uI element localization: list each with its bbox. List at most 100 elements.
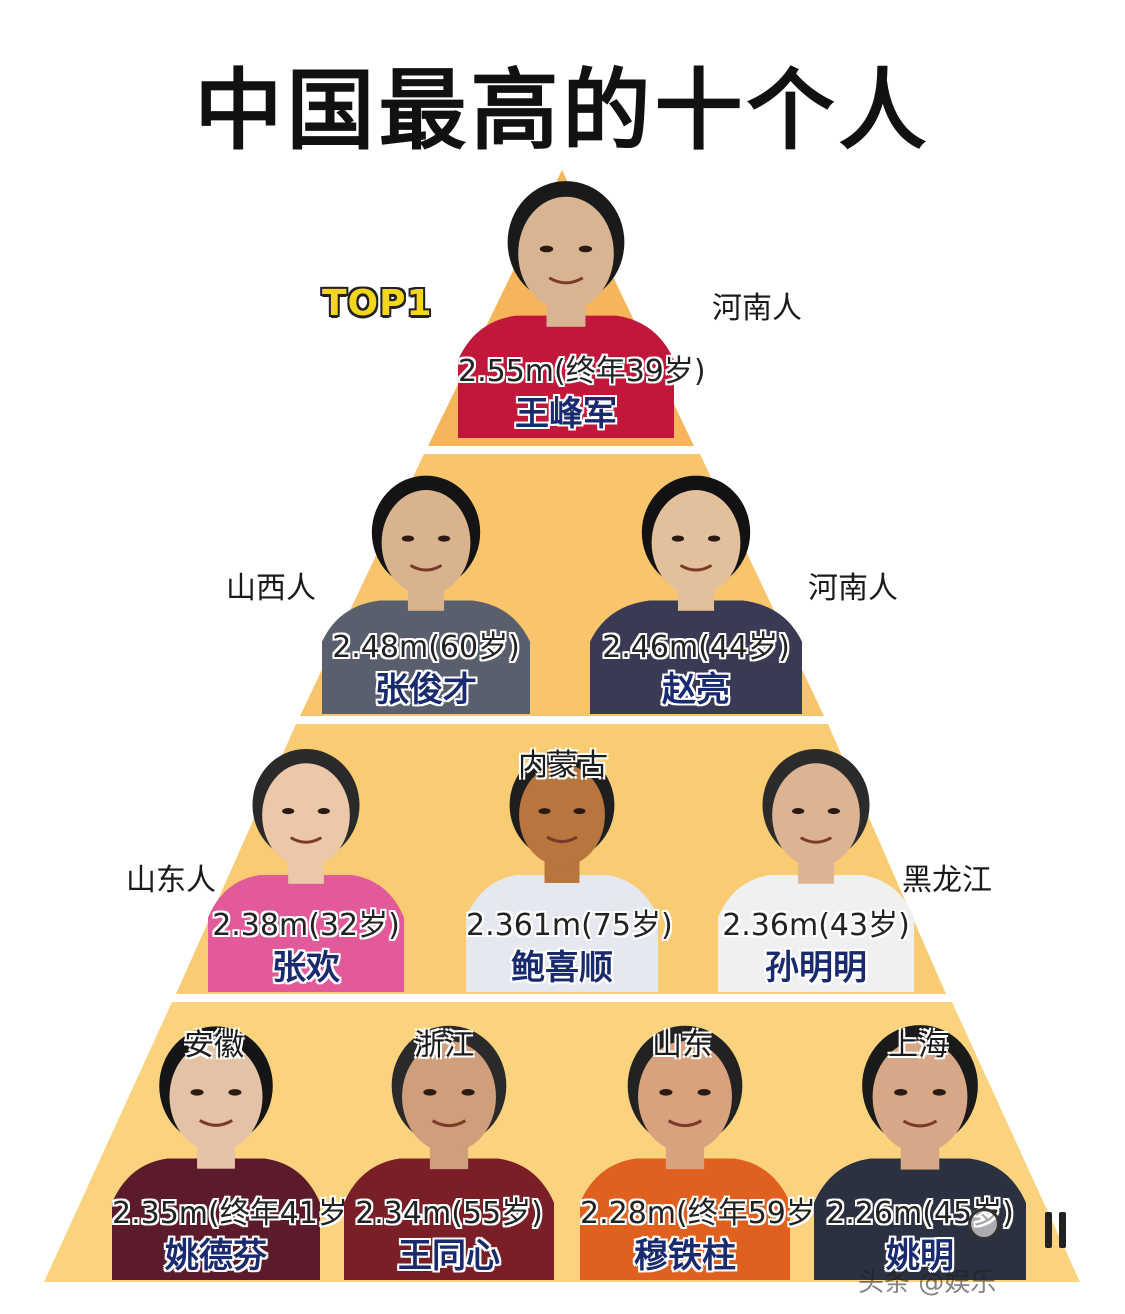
mouth-shape xyxy=(409,564,443,572)
origin-label-6: 黑龙江 xyxy=(902,863,992,898)
person-name: 鲍喜顺 xyxy=(511,948,613,988)
person-name: 穆铁柱 xyxy=(634,1236,736,1276)
eye-shape xyxy=(671,535,685,542)
torso-shape xyxy=(208,874,404,992)
torso-shape xyxy=(590,600,802,714)
eye-shape xyxy=(932,1089,946,1096)
eye-shape xyxy=(707,535,721,542)
mouth-shape xyxy=(199,1119,233,1127)
person-card-2: 2.48m(60岁) 张俊才 xyxy=(322,456,530,714)
origin-label-2: 山西人 xyxy=(226,571,316,606)
person-height: 2.46m(44岁) xyxy=(602,630,790,665)
person-card-6: 2.36m(43岁) 孙明明 xyxy=(718,726,914,992)
eye-shape xyxy=(538,808,551,815)
torso-shape xyxy=(112,1158,320,1280)
eye-shape xyxy=(317,808,330,815)
face-shape xyxy=(518,196,614,311)
eye-shape xyxy=(437,535,451,542)
eye-shape xyxy=(190,1089,204,1096)
portrait-icon xyxy=(322,475,530,714)
face-shape xyxy=(638,1040,732,1153)
torso-shape xyxy=(322,600,530,714)
person-card-7: 2.35m(终年41岁) 姚德芬 xyxy=(112,1004,360,1280)
origin-label-5: 内蒙古 xyxy=(518,748,608,783)
torso-shape xyxy=(718,874,914,992)
eye-shape xyxy=(539,245,554,253)
mouth-shape xyxy=(679,564,713,572)
origin-label-7: 安徽 xyxy=(184,1028,244,1063)
page-title: 中国最高的十个人 xyxy=(194,59,931,162)
face-shape xyxy=(651,490,741,596)
person-card-5: 2.361m(75岁) 鲍喜顺 xyxy=(466,726,673,992)
rank-badge: TOP1 xyxy=(322,283,433,324)
person-name: 张欢 xyxy=(272,948,340,988)
person-name: 张俊才 xyxy=(375,670,477,710)
person-card-4: 2.38m(32岁) 张欢 xyxy=(208,726,404,992)
portrait-icon xyxy=(208,748,404,992)
person-card-9: 2.28m(终年59岁) 穆铁柱 xyxy=(580,1004,828,1280)
mouth-shape xyxy=(548,276,584,285)
torso-shape xyxy=(458,315,674,438)
person-height: 2.34m(55岁) xyxy=(355,1196,543,1231)
origin-label-9: 山东 xyxy=(652,1028,712,1063)
person-height: 2.48m(60岁) xyxy=(332,630,520,665)
portrait-icon xyxy=(718,748,914,992)
portrait-icon xyxy=(344,1025,554,1280)
portrait-icon xyxy=(466,750,658,992)
person-height: 2.55m(终年39岁) xyxy=(458,354,706,389)
eye-shape xyxy=(423,1089,437,1096)
face-shape xyxy=(872,1040,968,1153)
person-height: 2.28m(终年59岁) xyxy=(580,1196,828,1231)
portrait-icon xyxy=(580,1025,790,1280)
person-name: 姚德芬 xyxy=(165,1236,267,1276)
eye-shape xyxy=(659,1089,673,1096)
origin-label-8: 浙江 xyxy=(414,1028,474,1063)
portrait-icon xyxy=(590,475,802,714)
person-card-1: 2.55m(终年39岁) 王峰军 xyxy=(458,160,706,438)
portrait-icon xyxy=(112,1026,320,1280)
person-name: 孙明明 xyxy=(765,948,867,988)
person-card-3: 2.46m(44岁) 赵亮 xyxy=(590,456,802,714)
eye-shape xyxy=(573,808,586,815)
person-name: 赵亮 xyxy=(662,670,730,710)
mouth-shape xyxy=(546,835,578,844)
eye-shape xyxy=(792,808,805,815)
mouth-shape xyxy=(667,1119,703,1128)
person-name: 王峰军 xyxy=(515,394,617,434)
torso-shape xyxy=(814,1158,1026,1280)
watermark: 头条 @娱乐 xyxy=(858,1268,997,1298)
person-height: 2.38m(32岁) xyxy=(212,908,400,943)
mouth-shape xyxy=(289,836,323,844)
face-shape xyxy=(519,764,605,867)
mouth-shape xyxy=(902,1119,938,1128)
face-shape xyxy=(772,763,860,868)
eye-shape xyxy=(401,535,415,542)
mouth-shape xyxy=(799,836,833,844)
eye-shape xyxy=(894,1089,908,1096)
eye-shape xyxy=(578,245,593,253)
person-name: 王同心 xyxy=(398,1236,500,1276)
person-card-10: 2.26m(45岁)姚明 xyxy=(814,1004,1026,1280)
person-card-8: 2.34m(55岁) 王同心 xyxy=(344,1004,554,1280)
mouth-shape xyxy=(431,1119,467,1128)
portrait-icon xyxy=(458,181,674,438)
torso-shape xyxy=(344,1158,554,1280)
eye-shape xyxy=(282,808,295,815)
person-height: 2.361m(75岁) xyxy=(466,908,673,943)
origin-label-3: 河南人 xyxy=(808,571,898,606)
portrait-icon xyxy=(814,1025,1026,1280)
eye-shape xyxy=(461,1089,475,1096)
origin-label-1: 河南人 xyxy=(712,291,802,326)
origin-label-4: 山东人 xyxy=(126,863,216,898)
pause-icon[interactable] xyxy=(1045,1212,1067,1248)
face-shape xyxy=(169,1041,263,1152)
eye-shape xyxy=(697,1089,711,1096)
person-height: 2.36m(43岁) xyxy=(722,908,910,943)
eye-shape xyxy=(827,808,840,815)
face-shape xyxy=(402,1040,496,1153)
face-shape xyxy=(381,490,471,596)
search-lens-icon[interactable] xyxy=(968,1208,1000,1240)
torso-shape xyxy=(466,874,658,992)
person-name: 姚明 xyxy=(886,1236,954,1276)
person-height: 2.35m(终年41岁) xyxy=(112,1196,360,1231)
